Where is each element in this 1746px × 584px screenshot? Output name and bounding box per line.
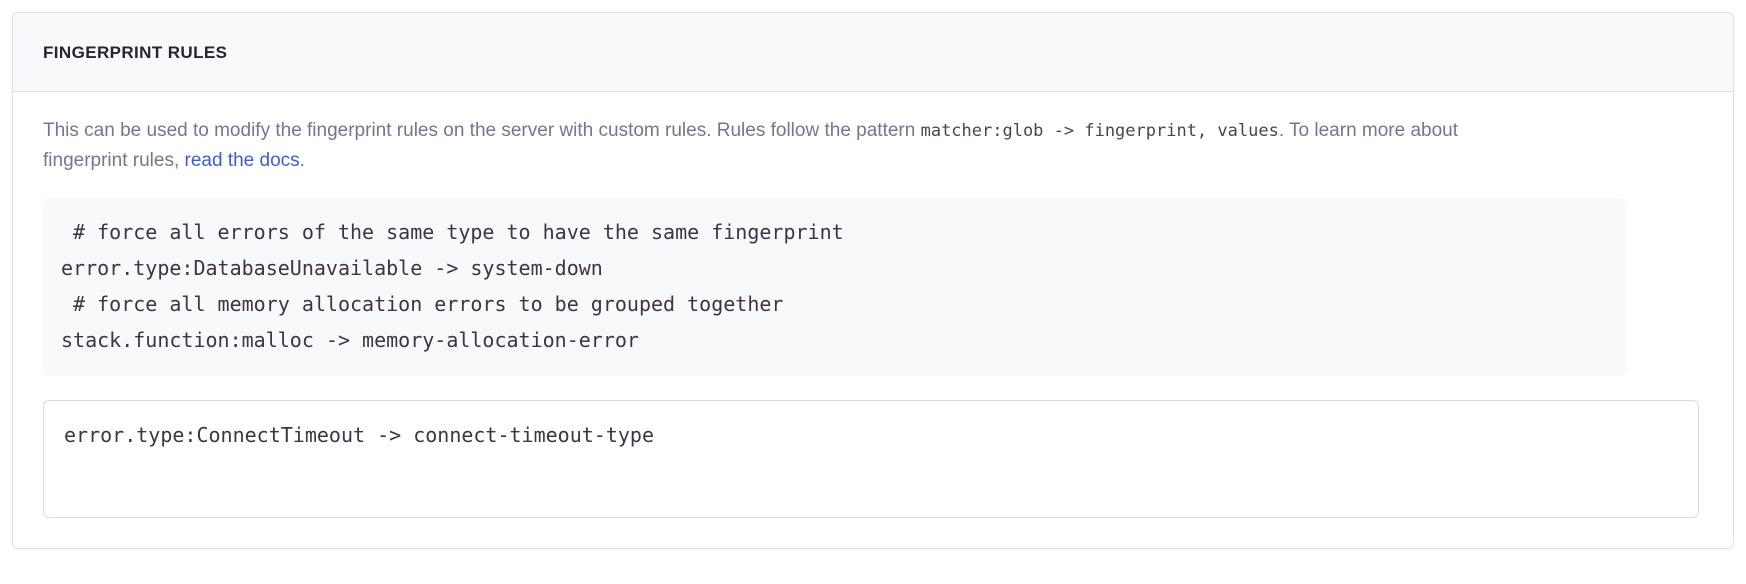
code-line: # force all memory allocation errors to …: [61, 292, 784, 316]
page-title: FINGERPRINT RULES: [43, 42, 228, 62]
help-text-part3: .: [299, 150, 305, 171]
panel-body: This can be used to modify the fingerpri…: [13, 92, 1733, 548]
read-the-docs-link[interactable]: read the docs: [184, 150, 300, 171]
code-line: error.type:DatabaseUnavailable -> system…: [61, 256, 603, 280]
code-line: # force all errors of the same type to h…: [61, 220, 844, 244]
help-text-part1: This can be used to modify the fingerpri…: [43, 120, 921, 141]
panel-header: FINGERPRINT RULES: [13, 13, 1733, 92]
help-description: This can be used to modify the fingerpri…: [43, 116, 1543, 176]
fingerprint-rules-panel: FINGERPRINT RULES This can be used to mo…: [12, 12, 1734, 549]
help-text-part2: . To learn more about fingerprint rules,: [43, 120, 1459, 171]
inline-code-pattern: matcher:glob -> fingerprint, values: [920, 121, 1279, 141]
example-code-block: # force all errors of the same type to h…: [43, 198, 1627, 376]
fingerprint-rules-input[interactable]: [43, 400, 1699, 518]
code-line: stack.function:malloc -> memory-allocati…: [61, 328, 639, 352]
